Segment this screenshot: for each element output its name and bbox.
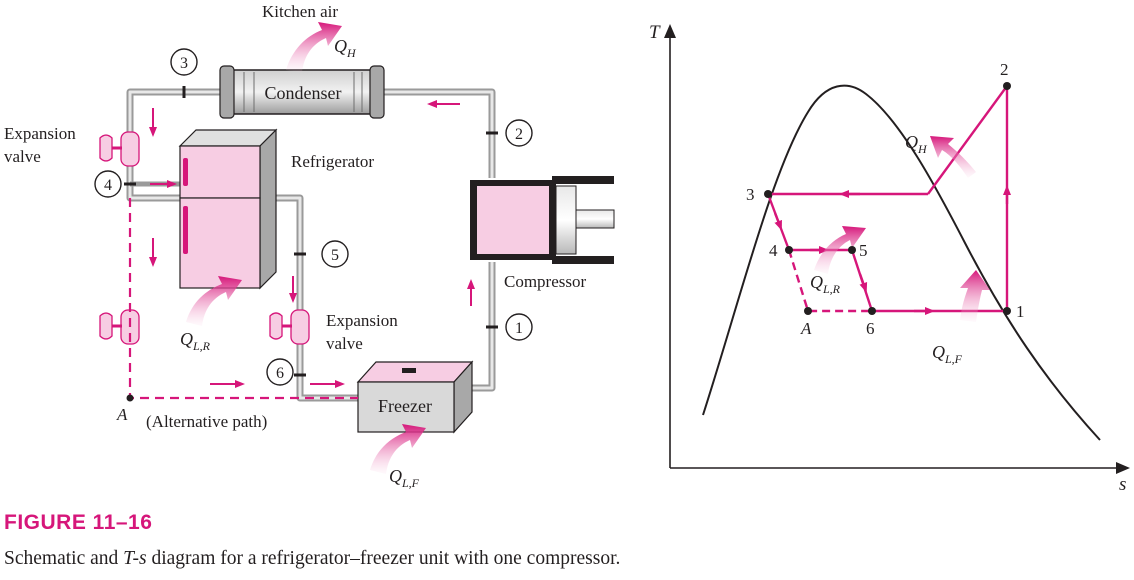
ts-point-6-label: 6	[866, 319, 875, 338]
state-6-label: 6	[276, 365, 284, 382]
ts-diagram: T s	[649, 22, 1130, 495]
caption-pre: Schematic and	[4, 548, 124, 569]
ts-qlf-sub: L,F	[944, 352, 963, 366]
qlr-sub: L,R	[192, 339, 211, 353]
schematic: Condenser Refrigerator Compressor	[4, 2, 615, 490]
condenser-label: Condenser	[265, 83, 342, 103]
alternative-path-label: (Alternative path)	[146, 412, 267, 431]
qh-label-schematic: QH	[334, 36, 357, 60]
ts-axes	[669, 34, 1124, 469]
ts-point-4-dot	[785, 246, 793, 254]
ts-qh-sub: H	[917, 142, 928, 156]
ts-heat-arrow-qlr	[814, 226, 866, 274]
ts-heat-arrow-qlf	[960, 270, 990, 322]
caption-post: diagram for a refrigerator–freezer unit …	[146, 548, 621, 569]
ts-point-3-dot	[764, 190, 772, 198]
state-2-label: 2	[515, 126, 523, 143]
point-a-dot	[126, 394, 134, 402]
saturation-dome	[702, 84, 1101, 441]
pipe-state-markers	[124, 86, 498, 377]
state-4-label: 4	[104, 177, 112, 194]
expansion-valve-top-label-line1: Expansion	[4, 124, 76, 143]
heat-arrow-qlr	[186, 276, 242, 326]
ts-point-4-label: 4	[769, 241, 778, 260]
kitchen-air-label: Kitchen air	[262, 2, 338, 21]
state-2-circle	[505, 119, 533, 147]
qh-sub: H	[346, 46, 357, 60]
flow-arrows	[149, 100, 475, 388]
figure-caption: Schematic and T-s diagram for a refriger…	[4, 548, 620, 570]
state-3-label: 3	[180, 55, 188, 72]
ts-qlr-label: QL,R	[810, 272, 841, 296]
state-6-circle	[266, 358, 294, 386]
state-1-label: 1	[515, 320, 523, 337]
qlr-main: Q	[180, 329, 193, 349]
expansion-valve-bottom-label-line2: valve	[326, 334, 363, 353]
cycle-arrows	[773, 185, 1011, 315]
ts-point-5-label: 5	[859, 241, 868, 260]
figure-label: FIGURE 11–16	[4, 511, 153, 534]
t-axis-arrowhead	[664, 24, 676, 38]
qlf-label-schematic: QL,F	[389, 466, 420, 490]
expansion-valve-alternative	[99, 309, 140, 345]
qh-main: Q	[334, 36, 347, 56]
t-axis-label: T	[649, 22, 661, 43]
heat-arrow-qh	[286, 22, 342, 72]
expansion-valve-top-label-line2: valve	[4, 147, 41, 166]
expansion-valve-bottom	[269, 309, 310, 345]
s-axis-label: s	[1119, 474, 1126, 495]
s-axis-arrowhead	[1116, 462, 1130, 474]
ts-qlf-label: QL,F	[932, 342, 963, 366]
ts-point-a-dot	[804, 307, 812, 315]
caption-italic: T-s	[123, 548, 147, 569]
ts-qh-label: QH	[905, 132, 928, 156]
point-a-label: A	[116, 405, 128, 424]
ts-point-5-dot	[848, 246, 856, 254]
compressor: Compressor	[470, 176, 615, 291]
refrigerator: Refrigerator	[178, 128, 374, 290]
ts-qh-main: Q	[905, 132, 918, 152]
state-3-circle	[170, 48, 198, 76]
state-4-circle	[94, 170, 122, 198]
ts-point-a-label: A	[800, 319, 812, 338]
qlf-sub: L,F	[401, 476, 420, 490]
ts-qlr-sub: L,R	[822, 282, 841, 296]
ts-point-2-dot	[1003, 82, 1011, 90]
freezer: Freezer	[356, 360, 474, 434]
state-5-circle	[321, 240, 349, 268]
ts-heat-arrow-qh	[930, 136, 976, 178]
compressor-label: Compressor	[504, 272, 587, 291]
ts-state-dots	[764, 82, 1011, 315]
expansion-valve-bottom-label-line1: Expansion	[326, 311, 398, 330]
ts-point-1-label: 1	[1016, 302, 1025, 321]
freezer-label: Freezer	[378, 396, 432, 416]
expansion-valve-top	[99, 131, 140, 167]
refrigerator-label: Refrigerator	[291, 152, 374, 171]
ts-point-1-dot	[1003, 307, 1011, 315]
ts-point-3-label: 3	[746, 185, 755, 204]
state-5-label: 5	[331, 247, 339, 264]
qlf-main: Q	[389, 466, 402, 486]
state-1-circle	[505, 313, 533, 341]
heat-arrow-qlf	[370, 424, 426, 474]
state-circles	[94, 48, 533, 386]
qlr-label-schematic: QL,R	[180, 329, 211, 353]
condenser: Condenser	[219, 65, 385, 119]
ts-point-6-dot	[868, 307, 876, 315]
ts-qlr-main: Q	[810, 272, 823, 292]
ts-qlf-main: Q	[932, 342, 945, 362]
ts-point-2-label: 2	[1000, 60, 1009, 79]
